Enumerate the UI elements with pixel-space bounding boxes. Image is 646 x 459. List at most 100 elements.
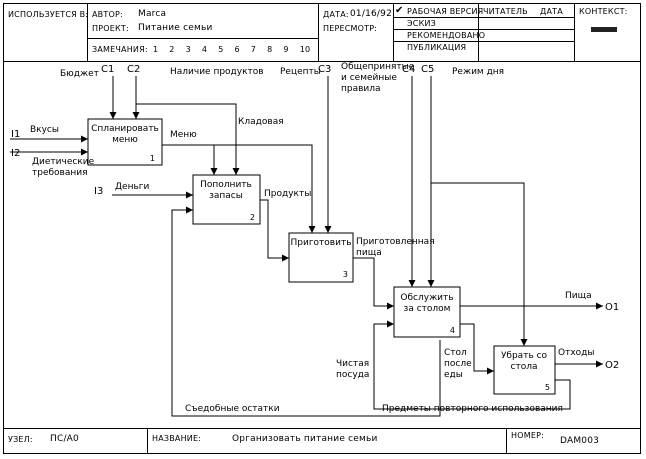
- header-notes-line: [87, 38, 318, 39]
- reader-date-label: ДАТА: [540, 7, 563, 16]
- label-rules-1: Общепринятые: [341, 62, 415, 72]
- activity-block-5: Убрать со стола 5: [493, 345, 556, 395]
- label-waste: Отходы: [558, 348, 595, 358]
- code-c2: C2: [127, 64, 140, 75]
- label-budget: Бюджет: [60, 69, 99, 79]
- notes-number: 10: [299, 45, 311, 54]
- block-1-number: 1: [150, 154, 155, 163]
- arrow-cooked-food: [353, 257, 394, 310]
- context-thumbnail: [591, 27, 617, 32]
- header-bottom-line: [3, 61, 641, 62]
- date-value: 01/16/92: [350, 9, 393, 19]
- label-rules-3: правила: [341, 84, 381, 94]
- code-c3: C3: [318, 64, 331, 75]
- notes-number: 8: [267, 45, 273, 54]
- block-2-number: 2: [250, 213, 255, 222]
- code-o1: O1: [605, 302, 619, 313]
- notes-number: 1: [153, 45, 159, 54]
- arrow-products: [260, 199, 289, 262]
- label-money: Деньги: [115, 182, 149, 192]
- diagram-frame: [3, 3, 641, 454]
- label-recipes: Рецепты: [280, 67, 321, 77]
- activity-block-4: Обслужить за столом 4: [393, 286, 461, 338]
- code-i2: I2: [11, 148, 20, 159]
- notes-number: 7: [250, 45, 257, 54]
- block-4-number: 4: [450, 326, 455, 335]
- code-c5: C5: [421, 64, 434, 75]
- arrow-menu-to-b3: [214, 144, 316, 233]
- label-food: Пища: [565, 291, 592, 301]
- label-clean-dishes-1: Чистая: [336, 359, 369, 369]
- status-draft: ЭСКИЗ: [407, 19, 436, 28]
- label-table-after-3: еды: [444, 370, 463, 380]
- code-i1: I1: [11, 129, 20, 140]
- notes-number: 9: [283, 45, 289, 54]
- notes-number: 5: [218, 45, 224, 54]
- label-diet-2: требования: [32, 168, 88, 178]
- block-3-number: 3: [343, 270, 348, 279]
- block-2-line-2: запасы: [209, 191, 243, 201]
- footer-top-line: [3, 428, 641, 429]
- context-label: КОНТЕКСТ:: [579, 7, 628, 16]
- arrow-menu-to-b2: [162, 144, 218, 175]
- author-label: АВТОР:: [92, 10, 123, 19]
- title-label: НАЗВАНИЕ:: [152, 434, 202, 443]
- label-cooked-food-1: Приготовленная: [356, 237, 435, 247]
- status-row-line-3: [393, 41, 574, 42]
- arrow-pantry: [136, 103, 240, 175]
- number-value: DAM003: [560, 436, 600, 446]
- label-cooked-food-2: пища: [356, 248, 382, 258]
- arrow-table-after: [460, 323, 494, 375]
- label-clean-dishes-2: посуда: [336, 370, 369, 380]
- title-value: Организовать питание семьи: [232, 434, 378, 444]
- node-value: ПС/А0: [50, 434, 79, 444]
- header-divider-2: [318, 3, 319, 61]
- date-label: ДАТА:: [323, 10, 349, 19]
- block-4-line-2: за столом: [404, 304, 451, 314]
- arrow-leftovers: [171, 206, 441, 417]
- reader-label: ЧИТАТЕЛЬ: [483, 7, 528, 16]
- check-icon: ✔: [395, 5, 404, 16]
- revision-label: ПЕРЕСМОТР:: [323, 24, 378, 33]
- arrow-labels: Бюджет Наличие продуктов Рецепты Общепри…: [30, 62, 595, 414]
- author-value: Marca: [138, 9, 167, 19]
- label-products: Продукты: [264, 189, 311, 199]
- notes-label: ЗАМЕЧАНИЯ:: [92, 45, 148, 54]
- block-4-line-1: Обслужить: [400, 293, 453, 303]
- footer-divider-2: [506, 428, 507, 454]
- status-publication: ПУБЛИКАЦИЯ: [407, 43, 467, 52]
- activity-block-3: Приготовить 3: [288, 232, 354, 283]
- block-5-line-1: Убрать со: [501, 351, 548, 361]
- notes-number: 2: [169, 45, 175, 54]
- code-i3: I3: [94, 186, 103, 197]
- label-tastes: Вкусы: [30, 125, 59, 135]
- label-rules-2: и семейные: [341, 73, 397, 83]
- project-label: ПРОЕКТ:: [92, 24, 129, 33]
- label-day-mode: Режим дня: [452, 67, 504, 77]
- header-divider-3: [393, 3, 394, 61]
- notes-number: 4: [201, 45, 208, 54]
- block-1-line-1: Спланировать: [91, 124, 159, 134]
- label-diet-1: Диетические: [32, 157, 95, 167]
- status-recommended: РЕКОМЕНДОВАНО: [407, 31, 486, 40]
- used-at-label: ИСПОЛЬЗУЕТСЯ В:: [8, 10, 89, 19]
- status-row-line-2: [393, 29, 574, 30]
- footer-divider-1: [147, 428, 148, 454]
- label-pantry: Кладовая: [238, 117, 284, 127]
- arrow-reusable: [373, 320, 571, 410]
- header-divider-4: [478, 3, 479, 61]
- label-reusable-items: Предметы повторного использования: [382, 404, 563, 414]
- header-divider-5: [574, 3, 575, 61]
- code-c4: C4: [402, 64, 415, 75]
- block-3-line-1: Приготовить: [290, 238, 351, 248]
- activity-block-1: Спланировать меню 1: [87, 118, 163, 166]
- arrow-day-mode-b5: [431, 182, 528, 346]
- header-divider-1: [87, 3, 88, 61]
- label-table-after-2: после: [444, 359, 472, 369]
- icom-codes: C1 C2 C3 C4 C5 I1 I2 I3 O1 O2: [11, 64, 619, 371]
- status-working-version: РАБОЧАЯ ВЕРСИЯ: [407, 7, 484, 16]
- label-products-available: Наличие продуктов: [170, 67, 264, 77]
- activity-block-2: Пополнить запасы 2: [192, 174, 261, 225]
- block-1-line-2: меню: [112, 135, 138, 145]
